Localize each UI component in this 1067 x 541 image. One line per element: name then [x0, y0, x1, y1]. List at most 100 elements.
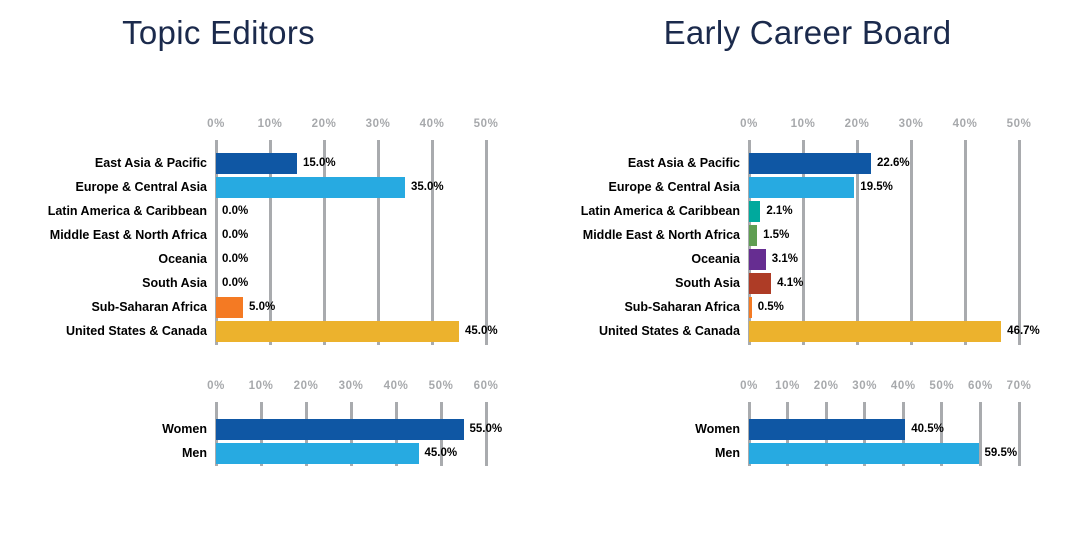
- value-label: 45.0%: [465, 325, 498, 337]
- category-label: Middle East & North Africa: [49, 228, 207, 242]
- chart-title-topic-editors: Topic Editors: [122, 14, 315, 51]
- axis-tick-label: 50%: [929, 380, 955, 392]
- value-label: 22.6%: [877, 157, 910, 169]
- axis-tick-label: 50%: [428, 380, 454, 392]
- gridline: [484, 140, 488, 345]
- value-label: 40.5%: [911, 423, 944, 435]
- bar: [749, 418, 906, 440]
- value-label: 19.5%: [860, 181, 893, 193]
- value-label: 0.5%: [757, 301, 784, 313]
- axis-tick-label: 40%: [890, 380, 916, 392]
- bar: [749, 442, 979, 464]
- value-label: 0.0%: [222, 229, 249, 241]
- axis-tick-label: 0%: [207, 380, 225, 392]
- gridline: [268, 140, 272, 345]
- value-label: 45.0%: [424, 447, 458, 459]
- plot-area: East Asia & Pacific 22.6% Europe & Central…: [533, 140, 1066, 345]
- chart-title-early-career-board: Early Career Board: [663, 14, 952, 51]
- value-label: 55.0%: [469, 423, 503, 435]
- gridline: [1017, 140, 1021, 345]
- bar: [216, 320, 459, 342]
- category-label: United States & Canada: [65, 324, 207, 338]
- axis-tick-label: 70%: [1006, 380, 1032, 392]
- bar-row: United States & Canada 45.0%: [0, 319, 533, 343]
- gridline: [322, 140, 326, 345]
- bar: [216, 176, 405, 198]
- category-label: Sub-Saharan Africa: [91, 300, 207, 314]
- axis-tick-label: 0%: [207, 118, 225, 130]
- category-label: East Asia & Pacific: [627, 156, 740, 170]
- category-label: Oceania: [691, 252, 740, 266]
- category-label: Women: [162, 422, 207, 436]
- category-label: Sub-Saharan Africa: [624, 300, 740, 314]
- category-label: Oceania: [158, 252, 207, 266]
- gridline: [376, 140, 380, 345]
- axis-tick-label: 30%: [338, 380, 364, 392]
- bar: [749, 248, 766, 270]
- gridline: [214, 140, 218, 345]
- axis-tick-label: 50%: [1006, 118, 1032, 130]
- category-label: Men: [182, 446, 207, 460]
- axis-tick-label: 0%: [740, 118, 758, 130]
- gridline: [940, 402, 944, 466]
- axis-tick-label: 50%: [473, 118, 499, 130]
- value-label: 0.0%: [222, 205, 249, 217]
- bar: [749, 320, 1002, 342]
- bar: [216, 418, 464, 440]
- category-label: South Asia: [142, 276, 207, 290]
- gridline: [801, 140, 805, 345]
- axis-tick-label: 10%: [790, 118, 816, 130]
- gridline: [1017, 402, 1021, 466]
- axis-tick-label: 0%: [740, 380, 758, 392]
- bar-row: Sub-Saharan Africa 5.0%: [0, 295, 533, 319]
- value-label: 0.0%: [222, 253, 249, 265]
- axis-tick-label: 20%: [311, 118, 337, 130]
- bar-row: Women 40.5%: [533, 417, 1066, 441]
- axis-tick-label: 20%: [844, 118, 870, 130]
- value-label: 4.1%: [777, 277, 804, 289]
- axis-tick-label: 40%: [383, 380, 409, 392]
- bar: [216, 442, 419, 464]
- axis-tick-labels: 0%10%20%30%40%50%60%70%: [740, 380, 1066, 396]
- panel-early-career-board: Early Career Board 0% 10% 20% 30% 40% 50% East…: [533, 0, 1066, 541]
- category-label: Middle East & North Africa: [582, 228, 740, 242]
- category-label: Europe & Central Asia: [608, 180, 740, 194]
- bar: [749, 224, 758, 246]
- axis-tick-labels: 0% 10% 20% 30% 40% 50%: [740, 118, 1066, 134]
- bar: [216, 152, 297, 174]
- bar-row: Women 55.0%: [0, 417, 533, 441]
- bar: [749, 152, 872, 174]
- axis-tick-label: 10%: [775, 380, 800, 392]
- bar-row: Oceania 0.0%: [0, 247, 533, 271]
- axis-tick-label: 30%: [852, 380, 878, 392]
- category-label: Women: [695, 422, 740, 436]
- axis-tick-label: 30%: [898, 118, 924, 130]
- bar-row: Europe & Central Asia 19.5%: [533, 175, 1066, 199]
- plot-area: Women 55.0% Men 45.0%: [0, 402, 533, 466]
- category-label: Europe & Central Asia: [75, 180, 207, 194]
- bar-row: Sub-Saharan Africa 0.5%: [533, 295, 1066, 319]
- axis-tick-label: 40%: [419, 118, 445, 130]
- gridline: [909, 140, 913, 345]
- value-label: 5.0%: [249, 301, 276, 313]
- category-label: United States & Canada: [598, 324, 740, 338]
- axis-tick-label: 40%: [952, 118, 978, 130]
- gridline: [484, 402, 488, 466]
- axis-tick-labels: 0%10%20%30%40%50%60%: [207, 380, 533, 396]
- bar: [749, 200, 761, 222]
- value-label: 3.1%: [771, 253, 798, 265]
- category-label: East Asia & Pacific: [94, 156, 207, 170]
- bar-row: East Asia & Pacific 22.6%: [533, 151, 1066, 175]
